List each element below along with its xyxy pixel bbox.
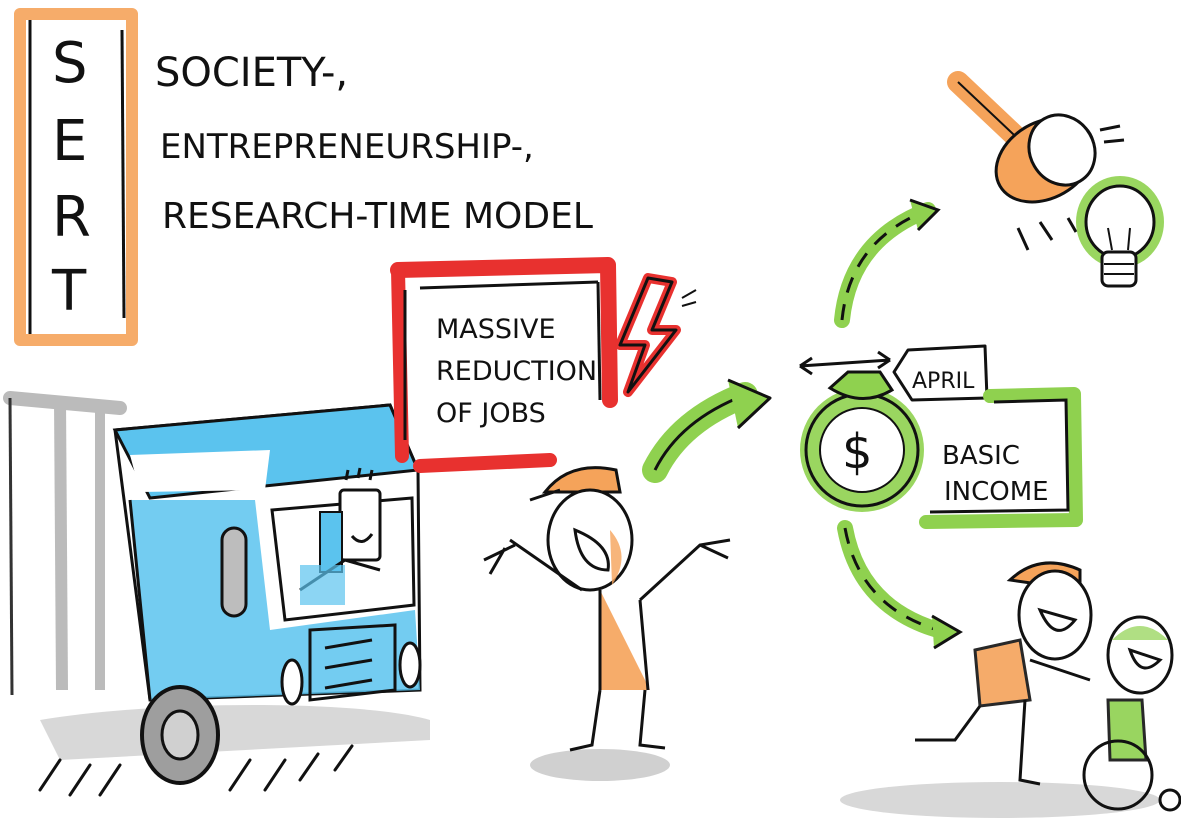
job-loss-box: MASSIVE REDUCTION OF JOBS bbox=[390, 257, 618, 473]
title-line-research-time-model: RESEARCH-TIME MODEL bbox=[162, 196, 593, 237]
acronym-letter-e: E bbox=[52, 109, 87, 174]
dashed-arrow-up-icon bbox=[834, 198, 941, 328]
wheelchair-icon bbox=[1082, 739, 1181, 812]
hammer-icon bbox=[947, 71, 1125, 251]
job-loss-line-2: REDUCTION bbox=[436, 356, 597, 387]
acronym-letter-s: S bbox=[52, 31, 88, 96]
green-arrow-icon bbox=[642, 378, 772, 483]
truck-icon bbox=[3, 391, 430, 797]
title-line-entrepreneurship: ENTREPRENEURSHIP-, bbox=[160, 127, 534, 167]
basic-income-line-1: BASIC bbox=[942, 441, 1020, 471]
april-tag-label: APRIL bbox=[912, 369, 975, 394]
robot-driver-icon bbox=[299, 467, 382, 605]
money-bag-icon: $ bbox=[799, 350, 924, 512]
acronym-letter-r: R bbox=[52, 185, 91, 250]
acronym-letter-t: T bbox=[51, 259, 87, 324]
basic-income-box: BASIC INCOME bbox=[919, 387, 1083, 529]
lightbulb-icon bbox=[1076, 176, 1164, 288]
basic-income-line-2: INCOME bbox=[944, 477, 1049, 507]
wheelchair-figure-icon bbox=[1082, 615, 1181, 812]
worker-figure-icon bbox=[483, 466, 731, 781]
lightning-icon bbox=[615, 273, 697, 397]
april-tag: APRIL bbox=[892, 344, 989, 402]
dashed-arrow-down-icon bbox=[837, 520, 963, 650]
dollar-symbol: $ bbox=[842, 424, 873, 480]
acronym-panel: S E R T bbox=[14, 8, 138, 346]
job-loss-line-1: MASSIVE bbox=[436, 314, 556, 345]
happy-worker-figure-icon bbox=[840, 561, 1160, 818]
job-loss-line-3: OF JOBS bbox=[436, 398, 546, 429]
title-line-society: SOCIETY-, bbox=[155, 50, 348, 96]
